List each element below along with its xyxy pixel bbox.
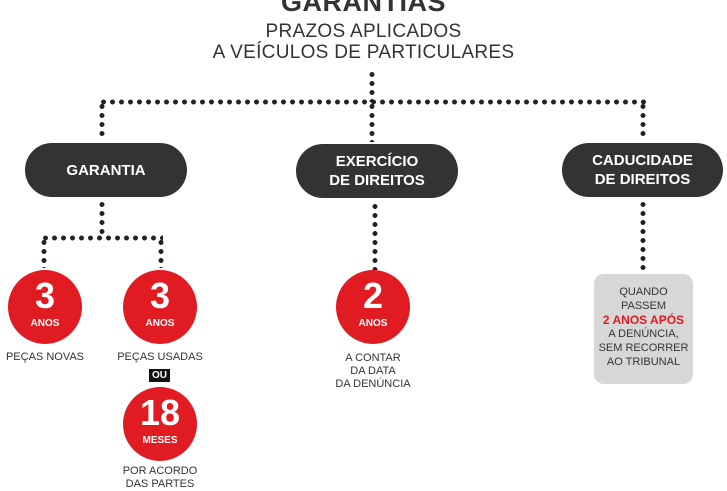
circle-pecas-novas: 3 ANOS [8,270,82,344]
circle-exercicio: 2 ANOS [336,270,410,344]
connector-exercicio-down [372,202,378,270]
subtitle-line-2: A VEÍCULOS DE PARTICULARES [212,42,515,63]
category-garantia: GARANTIA [25,143,187,197]
exercicio-number: 2 [362,275,384,316]
ou-badge: OU [149,369,170,382]
connector-to-exercicio [369,102,375,142]
connector-garantia-split [41,235,163,241]
exercicio-caption-line-3: DA DENÚNCIA [335,378,411,390]
acordo-unit: MESES [142,435,178,446]
caducidade-highlight: 2 ANOS APÓS [602,313,685,327]
connector-to-pecas-novas [41,238,47,268]
acordo-caption: POR ACORDO DAS PARTES [105,465,215,491]
category-caducidade-line-1: CADUCIDADE [592,152,693,169]
exercicio-caption-line-2: DA DATA [350,365,396,377]
connector-to-pecas-usadas [158,238,164,268]
category-caducidade-de-direitos: CADUCIDADE DE DIREITOS [562,143,723,197]
subtitle-line-1: PRAZOS APLICADOS [265,21,462,42]
circle-pecas-usadas: 3 ANOS [123,270,197,344]
connector-to-caducidade [640,102,646,140]
caducidade-box: QUANDO PASSEM 2 ANOS APÓS A DENÚNCIA, SE… [594,274,693,384]
category-caducidade-line-2: DE DIREITOS [594,171,691,188]
connector-trunk [369,70,375,102]
pecas-usadas-unit: ANOS [145,318,175,329]
caducidade-line-4: SEM RECORRER [598,342,689,354]
acordo-caption-line-2: DAS PARTES [125,478,195,490]
caducidade-line-3: A DENÚNCIA, [608,328,679,340]
page-title: GARANTIAS [281,0,446,17]
circle-acordo: 18 MESES [123,387,197,461]
pecas-novas-caption: PEÇAS NOVAS [5,351,85,363]
connector-caducidade-down [640,200,646,270]
connector-to-garantia [99,102,105,140]
caducidade-line-5: AO TRIBUNAL [606,356,681,368]
caducidade-line-2: PASSEM [620,300,667,312]
exercicio-caption: A CONTAR DA DATA DA DENÚNCIA [318,352,428,391]
pecas-usadas-caption: PEÇAS USADAS [117,351,203,363]
connector-garantia-down [99,200,105,238]
caducidade-line-1: QUANDO [619,286,668,298]
pecas-novas-unit: ANOS [30,318,60,329]
category-garantia-label: GARANTIA [66,161,146,179]
pecas-usadas-number: 3 [149,275,171,316]
acordo-caption-line-1: POR ACORDO [122,465,198,477]
category-exercicio-de-direitos: EXERCÍCIO DE DIREITOS [296,144,458,198]
category-exercicio-line-1: EXERCÍCIO [335,153,419,170]
exercicio-unit: ANOS [358,318,388,329]
acordo-number: 18 [139,392,181,433]
exercicio-caption-line-1: A CONTAR [345,352,401,364]
pecas-novas-number: 3 [34,275,56,316]
category-exercicio-line-2: DE DIREITOS [329,172,425,189]
